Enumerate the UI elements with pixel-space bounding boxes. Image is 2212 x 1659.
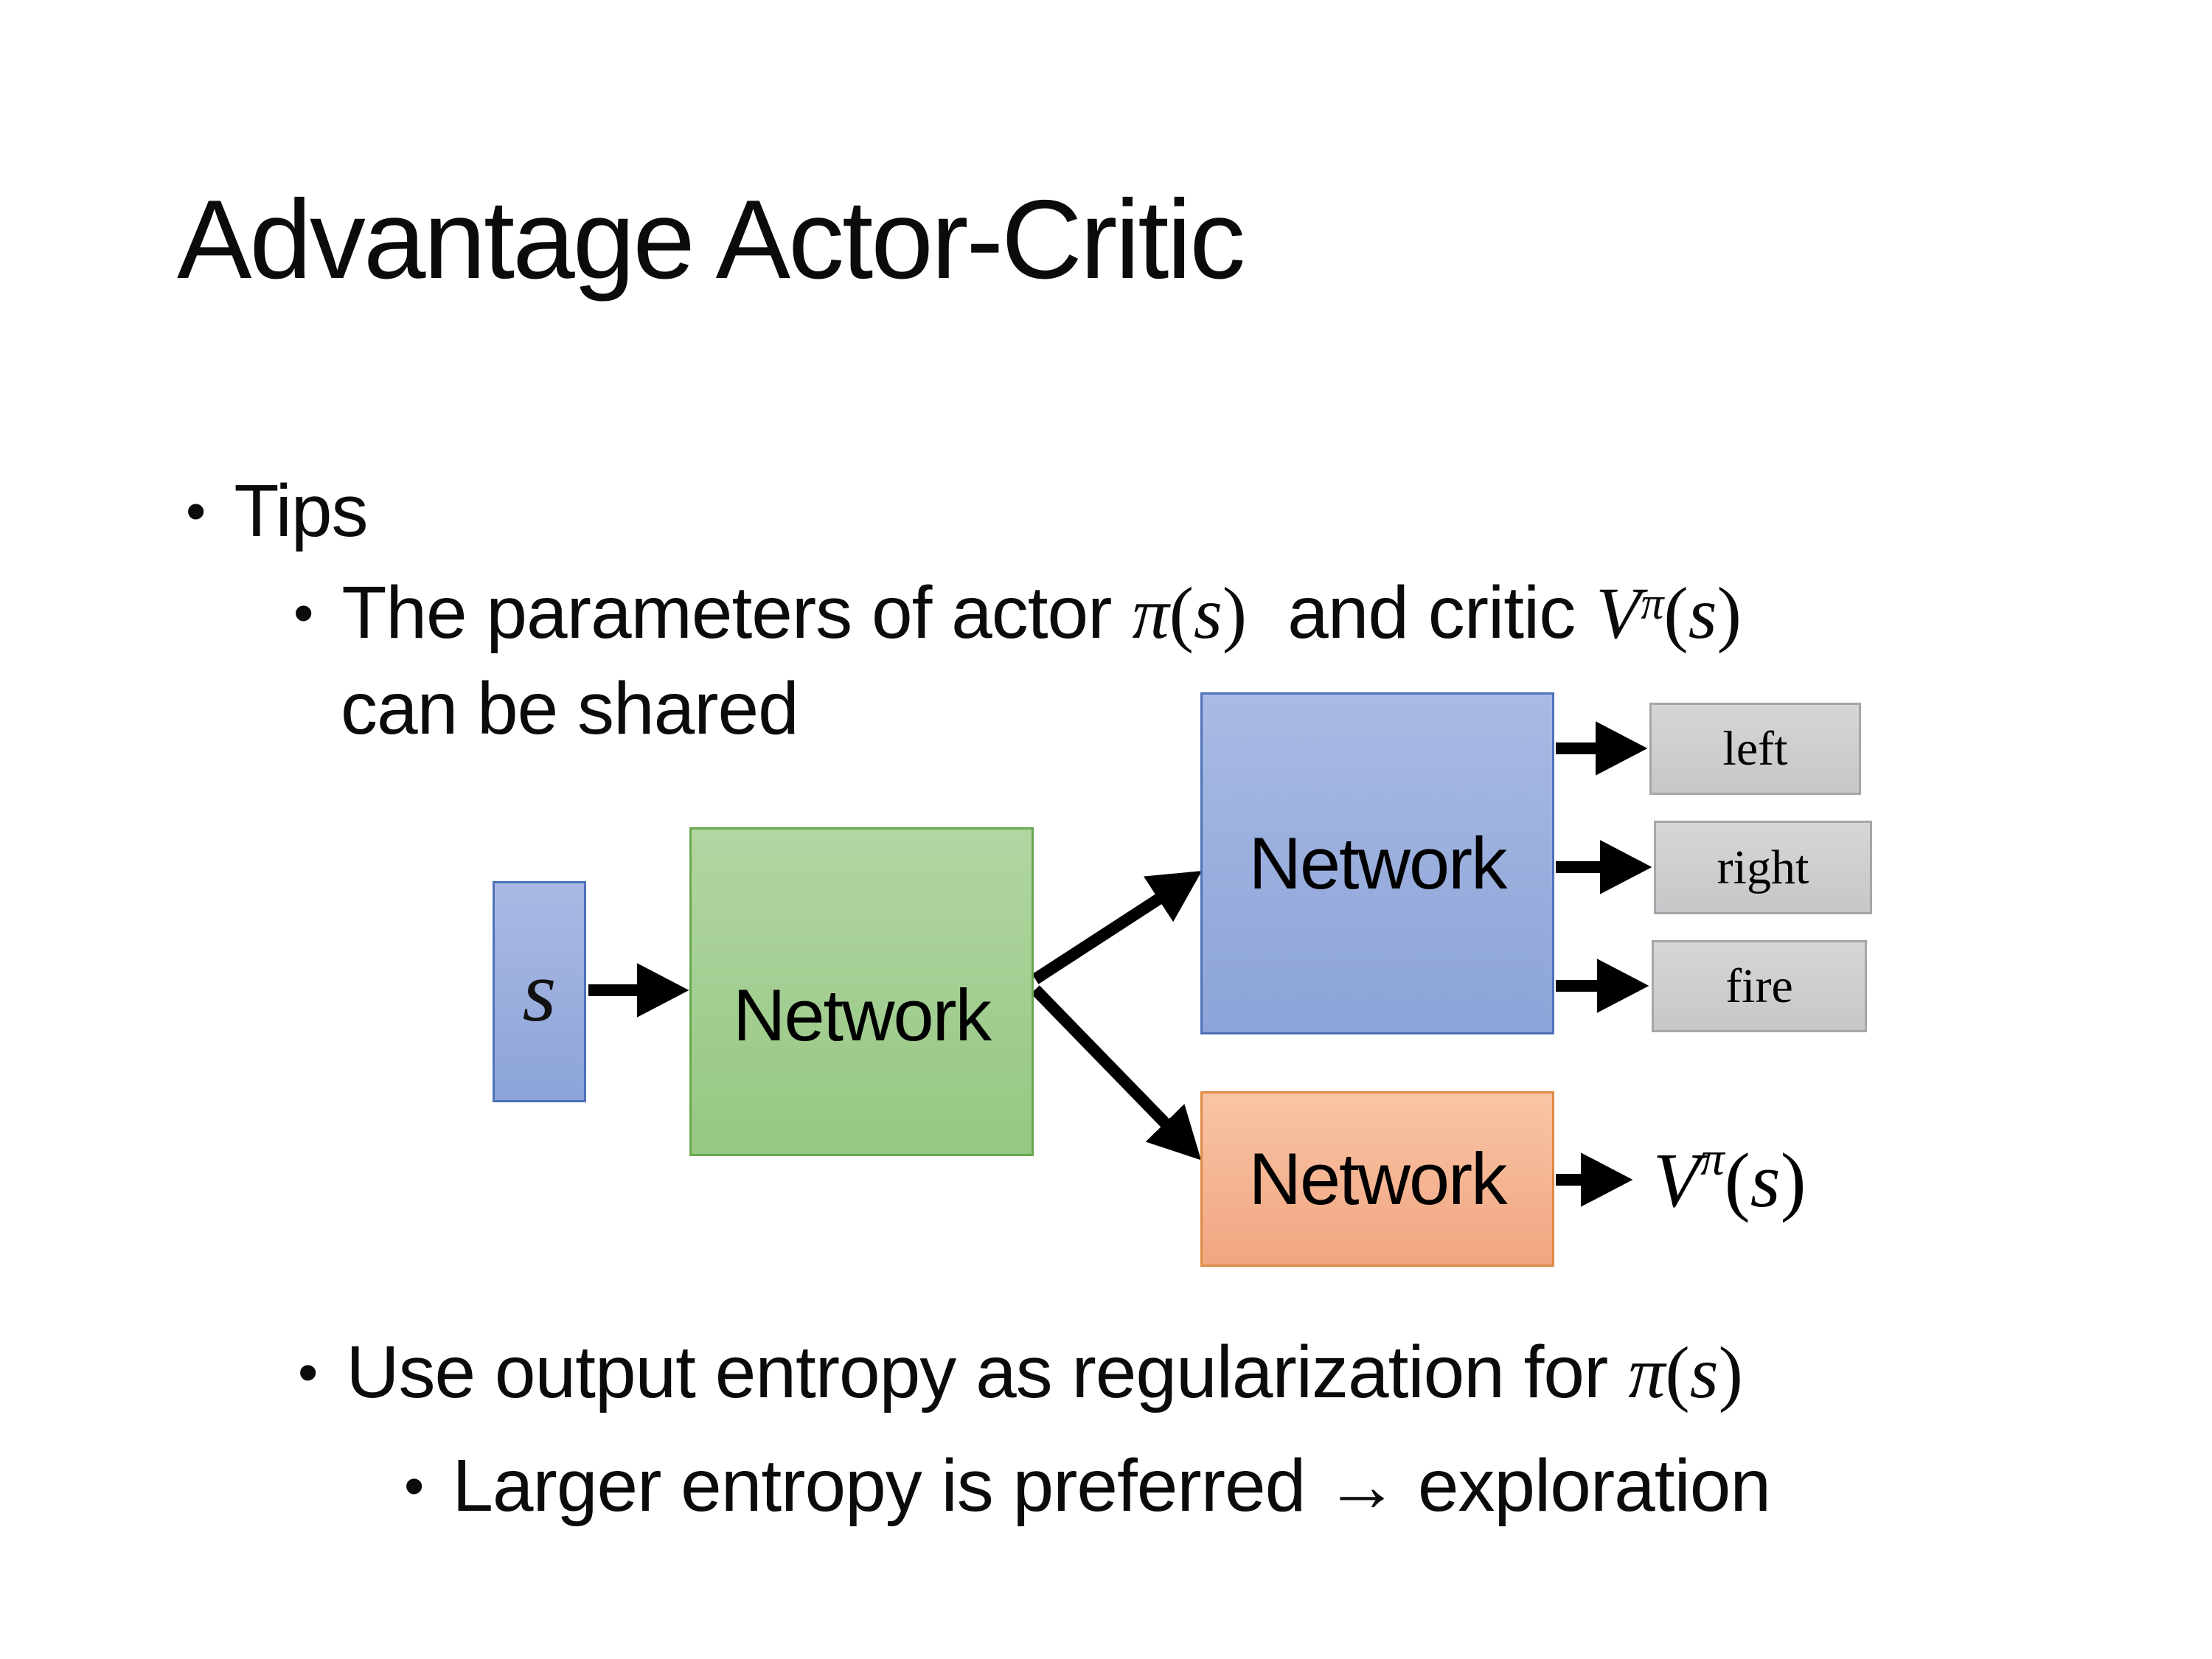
action-box-right: right: [1654, 821, 1872, 914]
entropy-pre: Use output entropy as regularization for: [346, 1331, 1608, 1413]
bullet-entropy: • Use output entropy as regularization f…: [298, 1326, 1743, 1419]
parameters-mid: and critic: [1287, 571, 1576, 654]
bullet-dot-icon: •: [186, 479, 206, 543]
critic-network-box: Network: [1200, 1091, 1554, 1267]
critic-network-label: Network: [1248, 1138, 1507, 1220]
action-box-fire: fire: [1652, 940, 1867, 1032]
slide-title: Advantage Actor-Critic: [177, 177, 1245, 302]
state-label: s: [522, 943, 557, 1040]
bullet-dot-icon: •: [298, 1340, 319, 1405]
actor-network-label: Network: [1248, 822, 1507, 904]
bullet-parameters-line2: can be shared: [341, 662, 799, 755]
action-box-left: left: [1649, 703, 1861, 795]
shared-network-box: Network: [689, 827, 1034, 1156]
bullet-tips: • Tips: [186, 465, 369, 557]
action-label-left: left: [1722, 721, 1788, 776]
actor-policy-math: π(s): [1132, 572, 1248, 654]
actor-network-box: Network: [1200, 692, 1554, 1034]
action-label-fire: fire: [1725, 959, 1793, 1013]
bullet-entropy-text: Use output entropy as regularization for…: [346, 1326, 1743, 1419]
bullet-tips-label: Tips: [234, 470, 368, 552]
arrow-shared-to-actor: [1032, 871, 1203, 984]
entropy-policy-math: π(s): [1628, 1332, 1743, 1413]
arrow-shared-to-critic: [1031, 985, 1202, 1161]
state-box: s: [493, 881, 586, 1102]
parameters-line2-text: can be shared: [341, 667, 799, 750]
bullet-exploration: • Larger entropy is preferred → explorat…: [404, 1439, 1771, 1532]
bullet-dot-icon: •: [293, 580, 314, 645]
bullet-exploration-label: Larger entropy is preferred → exploratio…: [452, 1444, 1771, 1527]
critic-value-math: Vπ(s): [1596, 572, 1742, 654]
bullet-dot-icon: •: [404, 1453, 425, 1518]
shared-network-label: Network: [732, 974, 992, 1056]
action-label-right: right: [1717, 840, 1809, 894]
parameters-pre: The parameters of actor: [341, 571, 1112, 654]
